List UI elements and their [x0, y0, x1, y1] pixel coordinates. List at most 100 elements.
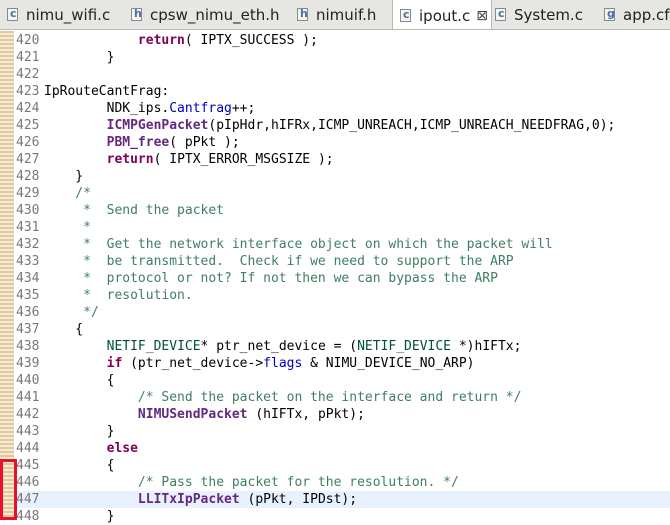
code-line[interactable]: 440 { — [0, 372, 670, 389]
tab-system-c[interactable]: c System.c — [494, 0, 583, 29]
line-number: 447 — [16, 492, 40, 507]
code-text: ICMPGenPacket(pIpHdr,hIFRx,ICMP_UNREACH,… — [44, 117, 616, 134]
code-line[interactable]: 435 * resolution. — [0, 287, 670, 304]
code-line[interactable]: 439 if (ptr_net_device->flags & NIMU_DEV… — [0, 355, 670, 372]
code-line[interactable]: 427 return( IPTX_ERROR_MSGSIZE ); — [0, 151, 670, 168]
tab-cpsw-nimu-eth-h[interactable]: h cpsw_nimu_eth.h — [130, 0, 280, 29]
code-token — [44, 356, 107, 371]
code-token: PBM_free — [106, 135, 170, 150]
code-text: } — [44, 49, 115, 66]
line-number: 442 — [16, 407, 40, 422]
code-token — [44, 339, 107, 354]
code-line[interactable]: 444 else — [0, 440, 670, 457]
code-line[interactable]: 425 ICMPGenPacket(pIpHdr,hIFRx,ICMP_UNRE… — [0, 117, 670, 134]
code-text: } — [44, 508, 115, 525]
line-number: 432 — [16, 237, 40, 252]
highlighted-marker — [0, 459, 17, 520]
code-token — [44, 152, 107, 167]
code-token: } — [44, 509, 115, 524]
code-token: NETIF_DEVICE — [357, 339, 452, 354]
tab-nimu-wifi-c[interactable]: c nimu_wifi.c — [6, 0, 111, 29]
code-token: flags — [263, 356, 303, 371]
code-token: (hIFTx, pPkt); — [247, 407, 365, 422]
code-text: NIMUSendPacket (hIFTx, pPkt); — [44, 406, 365, 423]
line-number: 438 — [16, 339, 40, 354]
code-token: * Get the network interface object on wh… — [44, 237, 553, 252]
code-token: NDK_ips. — [44, 101, 170, 116]
code-line[interactable]: 431 * — [0, 219, 670, 236]
line-number: 434 — [16, 271, 40, 286]
line-number: 427 — [16, 152, 40, 167]
code-line[interactable]: 443 } — [0, 423, 670, 440]
code-token: ++; — [231, 101, 256, 116]
code-line[interactable]: 448 } — [0, 508, 670, 525]
code-text: /* Pass the packet for the resolution. *… — [44, 474, 459, 491]
code-line[interactable]: 442 NIMUSendPacket (hIFTx, pPkt); — [0, 406, 670, 423]
code-line[interactable]: 426 PBM_free( pPkt ); — [0, 134, 670, 151]
code-token: /* — [44, 186, 91, 201]
tab-nimuif-h[interactable]: h nimuif.h — [296, 0, 376, 29]
code-token: { — [44, 373, 115, 388]
editor-tab-bar: c nimu_wifi.c h cpsw_nimu_eth.h h nimuif… — [0, 0, 670, 30]
code-text: } — [44, 423, 115, 440]
code-line[interactable]: 420 return( IPTX_SUCCESS ); — [0, 32, 670, 49]
line-number: 448 — [16, 509, 40, 524]
line-number: 422 — [16, 67, 40, 82]
code-line[interactable]: 438 NETIF_DEVICE* ptr_net_device = (NETI… — [0, 338, 670, 355]
code-text: IpRouteCantFrag: — [44, 83, 169, 100]
tab-label: nimu_wifi.c — [26, 6, 111, 24]
code-line[interactable]: 424 NDK_ips.Cantfrag++; — [0, 100, 670, 117]
code-text: { — [44, 321, 83, 338]
code-text: NDK_ips.Cantfrag++; — [44, 100, 256, 117]
line-number: 431 — [16, 220, 40, 235]
code-line[interactable]: 430 * Send the packet — [0, 202, 670, 219]
c-file-icon: c — [399, 8, 413, 23]
code-token: if — [106, 356, 123, 371]
line-number: 444 — [16, 441, 40, 456]
code-token — [44, 492, 138, 507]
code-text: */ — [44, 304, 99, 321]
close-tab-icon[interactable]: ⊠ — [476, 7, 489, 24]
code-line[interactable]: 433 * be transmitted. Check if we need t… — [0, 253, 670, 270]
code-text: { — [44, 372, 115, 389]
tab-label: ipout.c — [419, 6, 471, 25]
code-token: return — [106, 152, 154, 167]
code-line[interactable]: 441 /* Send the packet on the interface … — [0, 389, 670, 406]
code-line[interactable]: 421 } — [0, 49, 670, 66]
tab-label: app.cfg — [623, 6, 670, 24]
code-token: ( IPTX_SUCCESS ); — [184, 33, 318, 48]
code-line[interactable]: 436 */ — [0, 304, 670, 321]
code-line[interactable]: 434 * protocol or not? If not then we ca… — [0, 270, 670, 287]
code-line[interactable]: 422 — [0, 66, 670, 83]
tab-ipout-c[interactable]: c ipout.c ⊠ — [392, 0, 492, 29]
code-text: PBM_free( pPkt ); — [44, 134, 240, 151]
code-line[interactable]: 432 * Get the network interface object o… — [0, 236, 670, 253]
code-line[interactable]: 437 { — [0, 321, 670, 338]
code-line[interactable]: 429 /* — [0, 185, 670, 202]
code-token: { — [44, 322, 84, 337]
code-text: if (ptr_net_device->flags & NIMU_DEVICE_… — [44, 355, 475, 372]
code-token: * — [44, 220, 91, 235]
code-line[interactable]: 428 } — [0, 168, 670, 185]
code-text: /* — [44, 185, 91, 202]
code-token: } — [44, 50, 115, 65]
overview-ruler[interactable] — [0, 31, 14, 520]
c-file-icon: c — [6, 7, 20, 22]
line-number: 437 — [16, 322, 40, 337]
line-number: 439 — [16, 356, 40, 371]
code-text: * protocol or not? If not then we can by… — [44, 270, 498, 287]
tab-app-cfg[interactable]: g app.cfg — [603, 0, 670, 29]
line-number: 429 — [16, 186, 40, 201]
code-token: & NIMU_DEVICE_NO_ARP) — [302, 356, 475, 371]
code-line[interactable]: 446 /* Pass the packet for the resolutio… — [0, 474, 670, 491]
code-text: } — [44, 168, 83, 185]
code-line[interactable]: 447 LLITxIpPacket (pPkt, IPDst); — [0, 491, 670, 508]
code-token: */ — [44, 305, 99, 320]
code-text: LLITxIpPacket (pPkt, IPDst); — [44, 491, 357, 508]
line-number: 425 — [16, 118, 40, 133]
code-text: * — [44, 219, 91, 236]
code-line[interactable]: 445 { — [0, 457, 670, 474]
code-token: return — [137, 33, 185, 48]
